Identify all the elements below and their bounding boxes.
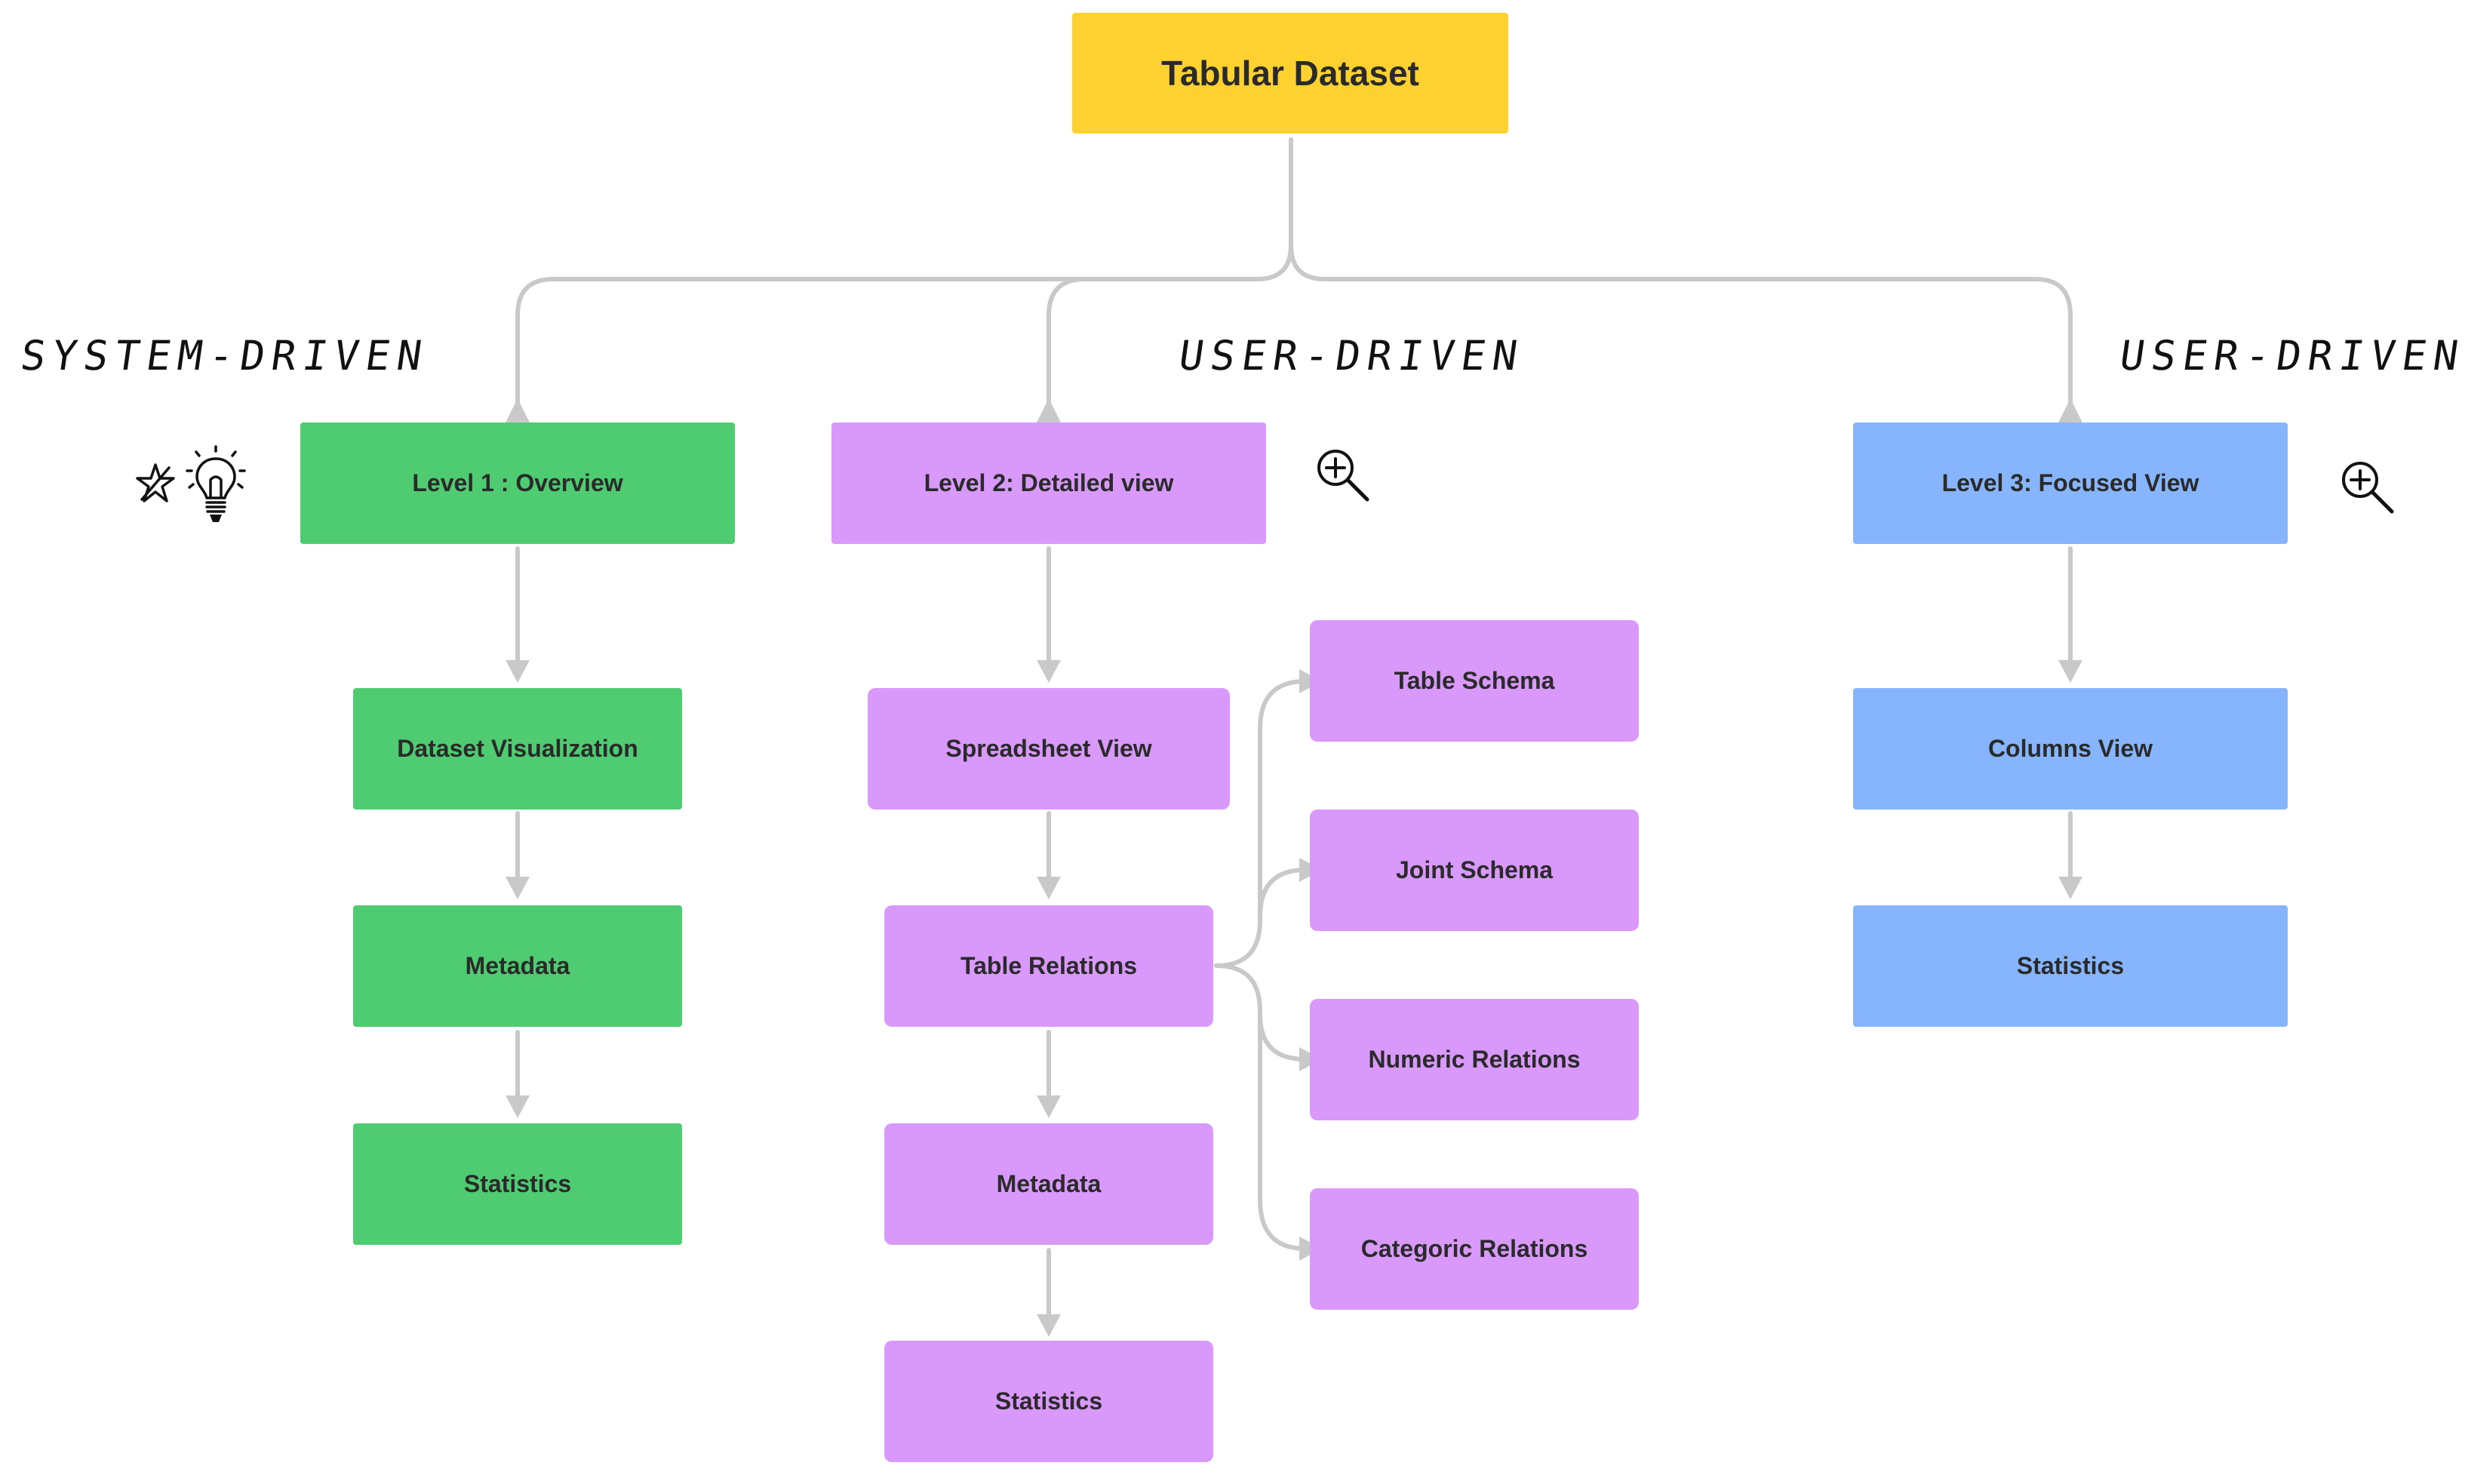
root-node[interactable]: Tabular Dataset: [1072, 13, 1508, 134]
level2-label: Level 2: Detailed view: [924, 469, 1174, 496]
arrowhead: [2058, 877, 2082, 899]
level1-label: Level 1 : Overview: [412, 469, 623, 496]
arrowhead: [1037, 398, 1061, 422]
arrowhead: [1037, 1095, 1061, 1118]
level1-statistics-label: Statistics: [463, 1170, 572, 1197]
level1-metadata-node[interactable]: Metadata: [353, 905, 682, 1027]
arrowhead: [506, 398, 530, 422]
spreadsheet-view-node[interactable]: Spreadsheet View: [868, 688, 1230, 810]
table-relations-label: Table Relations: [960, 952, 1138, 979]
categoric-relations-node[interactable]: Categoric Relations: [1310, 1188, 1639, 1310]
tree-branch-left: [515, 243, 1293, 417]
level2-statistics-node[interactable]: Statistics: [884, 1341, 1213, 1462]
arrowhead: [2058, 398, 2082, 422]
dataset-visualization-label: Dataset Visualization: [397, 735, 638, 762]
user-driven-annotation-right: USER-DRIVEN: [2116, 332, 2465, 379]
spreadsheet-view-label: Spreadsheet View: [945, 735, 1152, 762]
level1-overview-node[interactable]: Level 1 : Overview: [300, 422, 735, 544]
level2-metadata-node[interactable]: Metadata: [884, 1123, 1213, 1245]
table-schema-node[interactable]: Table Schema: [1310, 620, 1639, 742]
numeric-relations-node[interactable]: Numeric Relations: [1310, 999, 1639, 1120]
lightbulb-icon: [186, 445, 246, 522]
level2-statistics-label: Statistics: [994, 1387, 1103, 1415]
tree-branch-right: [1289, 243, 2073, 417]
arrowhead: [506, 877, 530, 899]
categoric-relations-label: Categoric Relations: [1360, 1235, 1588, 1262]
arrowhead: [1037, 877, 1061, 899]
level3-statistics-node[interactable]: Statistics: [1853, 905, 2288, 1027]
arrowhead: [2058, 660, 2082, 683]
level2-metadata-label: Metadata: [996, 1170, 1102, 1197]
arrowhead: [1037, 660, 1061, 683]
zoom-in-icon: [2342, 462, 2394, 514]
table-relations-node[interactable]: Table Relations: [884, 905, 1213, 1027]
level2-detailed-view-node[interactable]: Level 2: Detailed view: [831, 422, 1266, 544]
level1-metadata-label: Metadata: [465, 952, 570, 979]
root-label: Tabular Dataset: [1161, 54, 1419, 93]
arrowhead: [506, 1095, 530, 1118]
user-driven-annotation-middle: USER-DRIVEN: [1176, 332, 1528, 379]
table-schema-label: Table Schema: [1394, 667, 1555, 694]
arrowhead: [1037, 1314, 1061, 1337]
columns-view-label: Columns View: [1987, 735, 2153, 762]
numeric-relations-label: Numeric Relations: [1368, 1046, 1581, 1073]
joint-schema-label: Joint Schema: [1395, 856, 1554, 883]
system-driven-annotation: SYSTEM-DRIVEN: [17, 332, 432, 379]
level3-statistics-label: Statistics: [2016, 952, 2125, 979]
star-icon: [136, 463, 175, 502]
level3-focused-view-node[interactable]: Level 3: Focused View: [1853, 422, 2288, 544]
dataset-visualization-node[interactable]: Dataset Visualization: [353, 688, 682, 810]
level3-label: Level 3: Focused View: [1941, 469, 2199, 496]
arrowhead: [506, 660, 530, 683]
joint-schema-node[interactable]: Joint Schema: [1310, 810, 1639, 931]
level1-statistics-node[interactable]: Statistics: [353, 1123, 682, 1245]
zoom-in-icon: [1317, 450, 1369, 502]
columns-view-node[interactable]: Columns View: [1853, 688, 2288, 810]
